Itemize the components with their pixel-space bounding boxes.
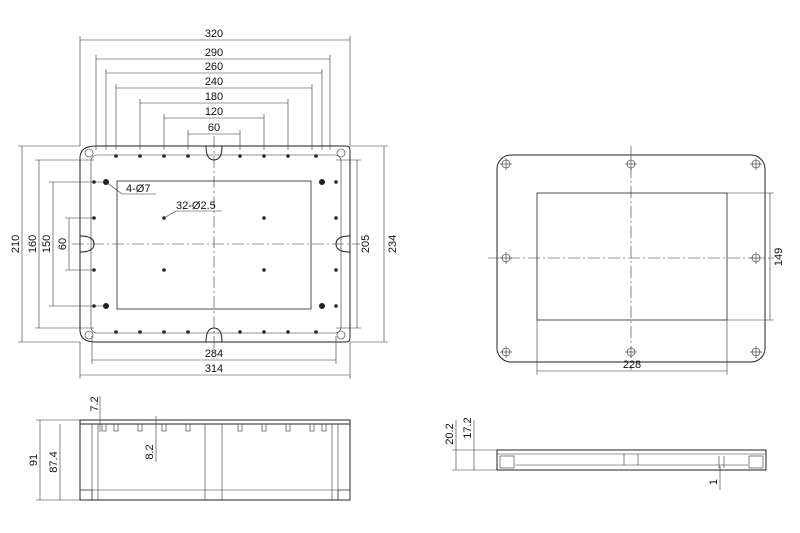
mount-hole [84, 330, 94, 340]
lid-window [536, 192, 728, 321]
screw-points [92, 154, 338, 334]
dim-87-4: 87.4 [48, 451, 60, 472]
lid-view: 228 149 [488, 146, 785, 375]
dim-120: 120 [205, 106, 223, 118]
dim-8-2: 8.2 [144, 444, 156, 459]
dim-150: 150 [41, 235, 53, 253]
top-view-outline [79, 145, 351, 343]
dim-314: 314 [205, 363, 223, 375]
dim-60: 60 [208, 122, 220, 134]
mount-hole [336, 330, 346, 340]
top-view: 320 290 260 240 180 120 60 284 314 [10, 28, 399, 379]
dim-20-2: 20.2 [444, 423, 456, 444]
dim-160: 160 [27, 235, 39, 253]
dim-180: 180 [205, 91, 223, 103]
section-outline [79, 419, 351, 501]
dim-260: 260 [205, 61, 223, 73]
left-dimensions: 210 160 150 60 [10, 145, 106, 343]
top-dimensions: 320 290 260 240 180 120 60 [79, 28, 351, 150]
mount-hole [84, 148, 94, 158]
mount-hole [336, 148, 346, 158]
dim-210: 210 [10, 235, 22, 253]
dim-320: 320 [205, 28, 223, 40]
dim-290: 290 [205, 47, 223, 59]
dim-149: 149 [773, 248, 785, 266]
dim-240: 240 [205, 76, 223, 88]
bottom-dimensions: 284 314 [79, 336, 351, 379]
callout-holes: 4-Ø7 [126, 183, 150, 195]
section-bosses [101, 423, 327, 432]
dim-60-left: 60 [57, 238, 69, 250]
dim-1: 1 [708, 479, 720, 485]
right-dimensions: 205 234 [336, 145, 399, 343]
front-section: 91 87.4 7.2 8.2 [28, 396, 351, 501]
dim-234: 234 [387, 235, 399, 253]
lid-screws [500, 158, 762, 358]
dim-17-2: 17.2 [462, 417, 474, 438]
lid-section: 20.2 17.2 1 [444, 417, 767, 490]
dim-91: 91 [28, 454, 40, 466]
callout-screws: 32-Ø2.5 [176, 200, 216, 212]
dim-7-2: 7.2 [89, 396, 101, 411]
dim-228: 228 [623, 359, 641, 371]
dim-284: 284 [205, 348, 223, 360]
lid-section-outline [496, 449, 767, 471]
callouts: 4-Ø7 32-Ø2.5 [105, 181, 222, 219]
dim-205: 205 [360, 235, 372, 253]
